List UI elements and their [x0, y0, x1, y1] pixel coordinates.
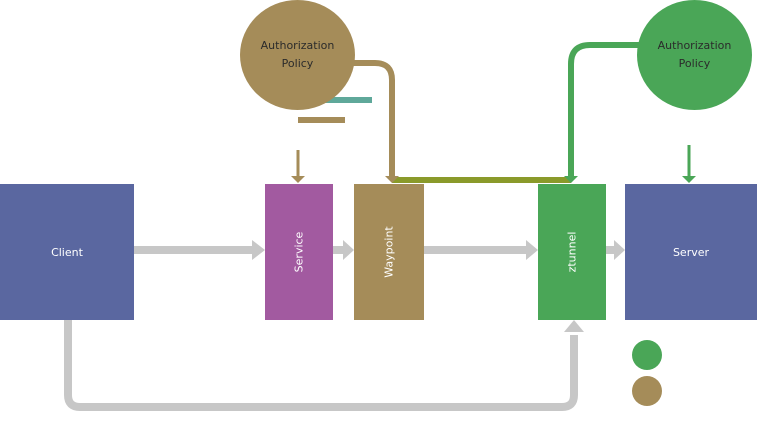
server-label: Server	[672, 245, 710, 259]
server-arrowhead	[682, 176, 696, 183]
waypoint-label: Waypoint	[382, 226, 396, 278]
legend-waypoint-swatch	[632, 376, 662, 406]
waypoint-arrowhead	[385, 176, 399, 183]
ztunnel-flow-arrowhead	[526, 240, 538, 260]
waypoint-flow-arrowhead	[343, 240, 354, 260]
ztunnel-authorization-policy: Authorization Policy	[637, 0, 752, 110]
ztunnel-policy-connector	[568, 42, 645, 178]
waypoint-authorization-policy: Authorization Policy	[240, 0, 355, 110]
client-node: Client	[0, 184, 134, 320]
ztunnel-label: ztunnel	[565, 231, 579, 273]
legend-ztunnel-swatch	[632, 340, 662, 370]
bypass-arrowhead	[564, 320, 584, 332]
client-label: Client	[51, 245, 83, 259]
client-bypass-flow	[64, 320, 578, 411]
service-arrowhead	[291, 176, 305, 183]
service-node: Service	[265, 184, 333, 320]
ztunnel-arrowhead	[564, 176, 578, 183]
service-label: Service	[292, 231, 306, 273]
ztunnel-policy-label: Authorization Policy	[657, 39, 732, 70]
waypoint-node: Waypoint	[354, 184, 424, 320]
service-flow-arrowhead	[252, 240, 265, 260]
waypoint-policy-label: Authorization Policy	[260, 39, 335, 70]
waypoint-policy-connector	[345, 60, 395, 178]
server-flow-arrowhead	[614, 240, 625, 260]
server-node: Server	[625, 184, 757, 320]
ztunnel-node: ztunnel	[538, 184, 606, 320]
